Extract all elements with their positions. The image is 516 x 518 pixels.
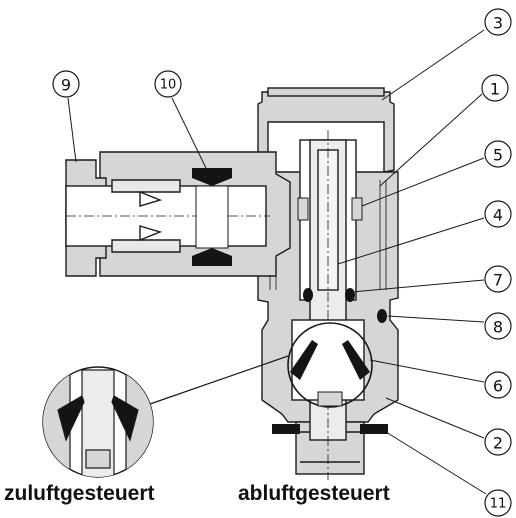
callout-labels: 3 1 5 4 7 8 6 2 11 9 10: [61, 14, 506, 512]
callout-10: [154, 70, 182, 98]
callout-9: [52, 70, 80, 98]
callout-6: [484, 371, 512, 399]
callout-1: [481, 74, 509, 102]
callout-2: [484, 428, 512, 456]
callout-4: [484, 200, 512, 228]
callout-1-label: 1: [490, 80, 500, 99]
callout-2-label: 2: [493, 434, 503, 453]
leader-lines: [67, 29, 487, 495]
callout-3: [484, 8, 512, 36]
callout-8: [484, 312, 512, 340]
callout-10-label: 10: [160, 78, 177, 93]
callout-5-label: 5: [493, 146, 503, 165]
check-valve-element: [290, 340, 370, 407]
callout-6-label: 6: [493, 377, 503, 396]
callout-11: [484, 489, 512, 517]
callouts: [52, 8, 512, 517]
callout-5: [484, 140, 512, 168]
detail-zoom: [42, 355, 289, 478]
callout-11-label: 11: [490, 497, 507, 512]
callout-7-label: 7: [493, 271, 503, 290]
bottom-seal: [272, 424, 388, 434]
callout-7: [484, 265, 512, 293]
valve-body: [257, 87, 399, 480]
callout-4-label: 4: [493, 206, 503, 225]
callout-8-label: 8: [493, 318, 503, 337]
push-in-fitting: [65, 151, 291, 277]
caption-supply-controlled: zuluftgesteuert: [4, 482, 155, 505]
lip-seal: [192, 168, 232, 266]
callout-3-label: 3: [493, 14, 503, 33]
callout-9-label: 9: [61, 76, 71, 95]
caption-exhaust-controlled: abluftgesteuert: [238, 482, 390, 505]
